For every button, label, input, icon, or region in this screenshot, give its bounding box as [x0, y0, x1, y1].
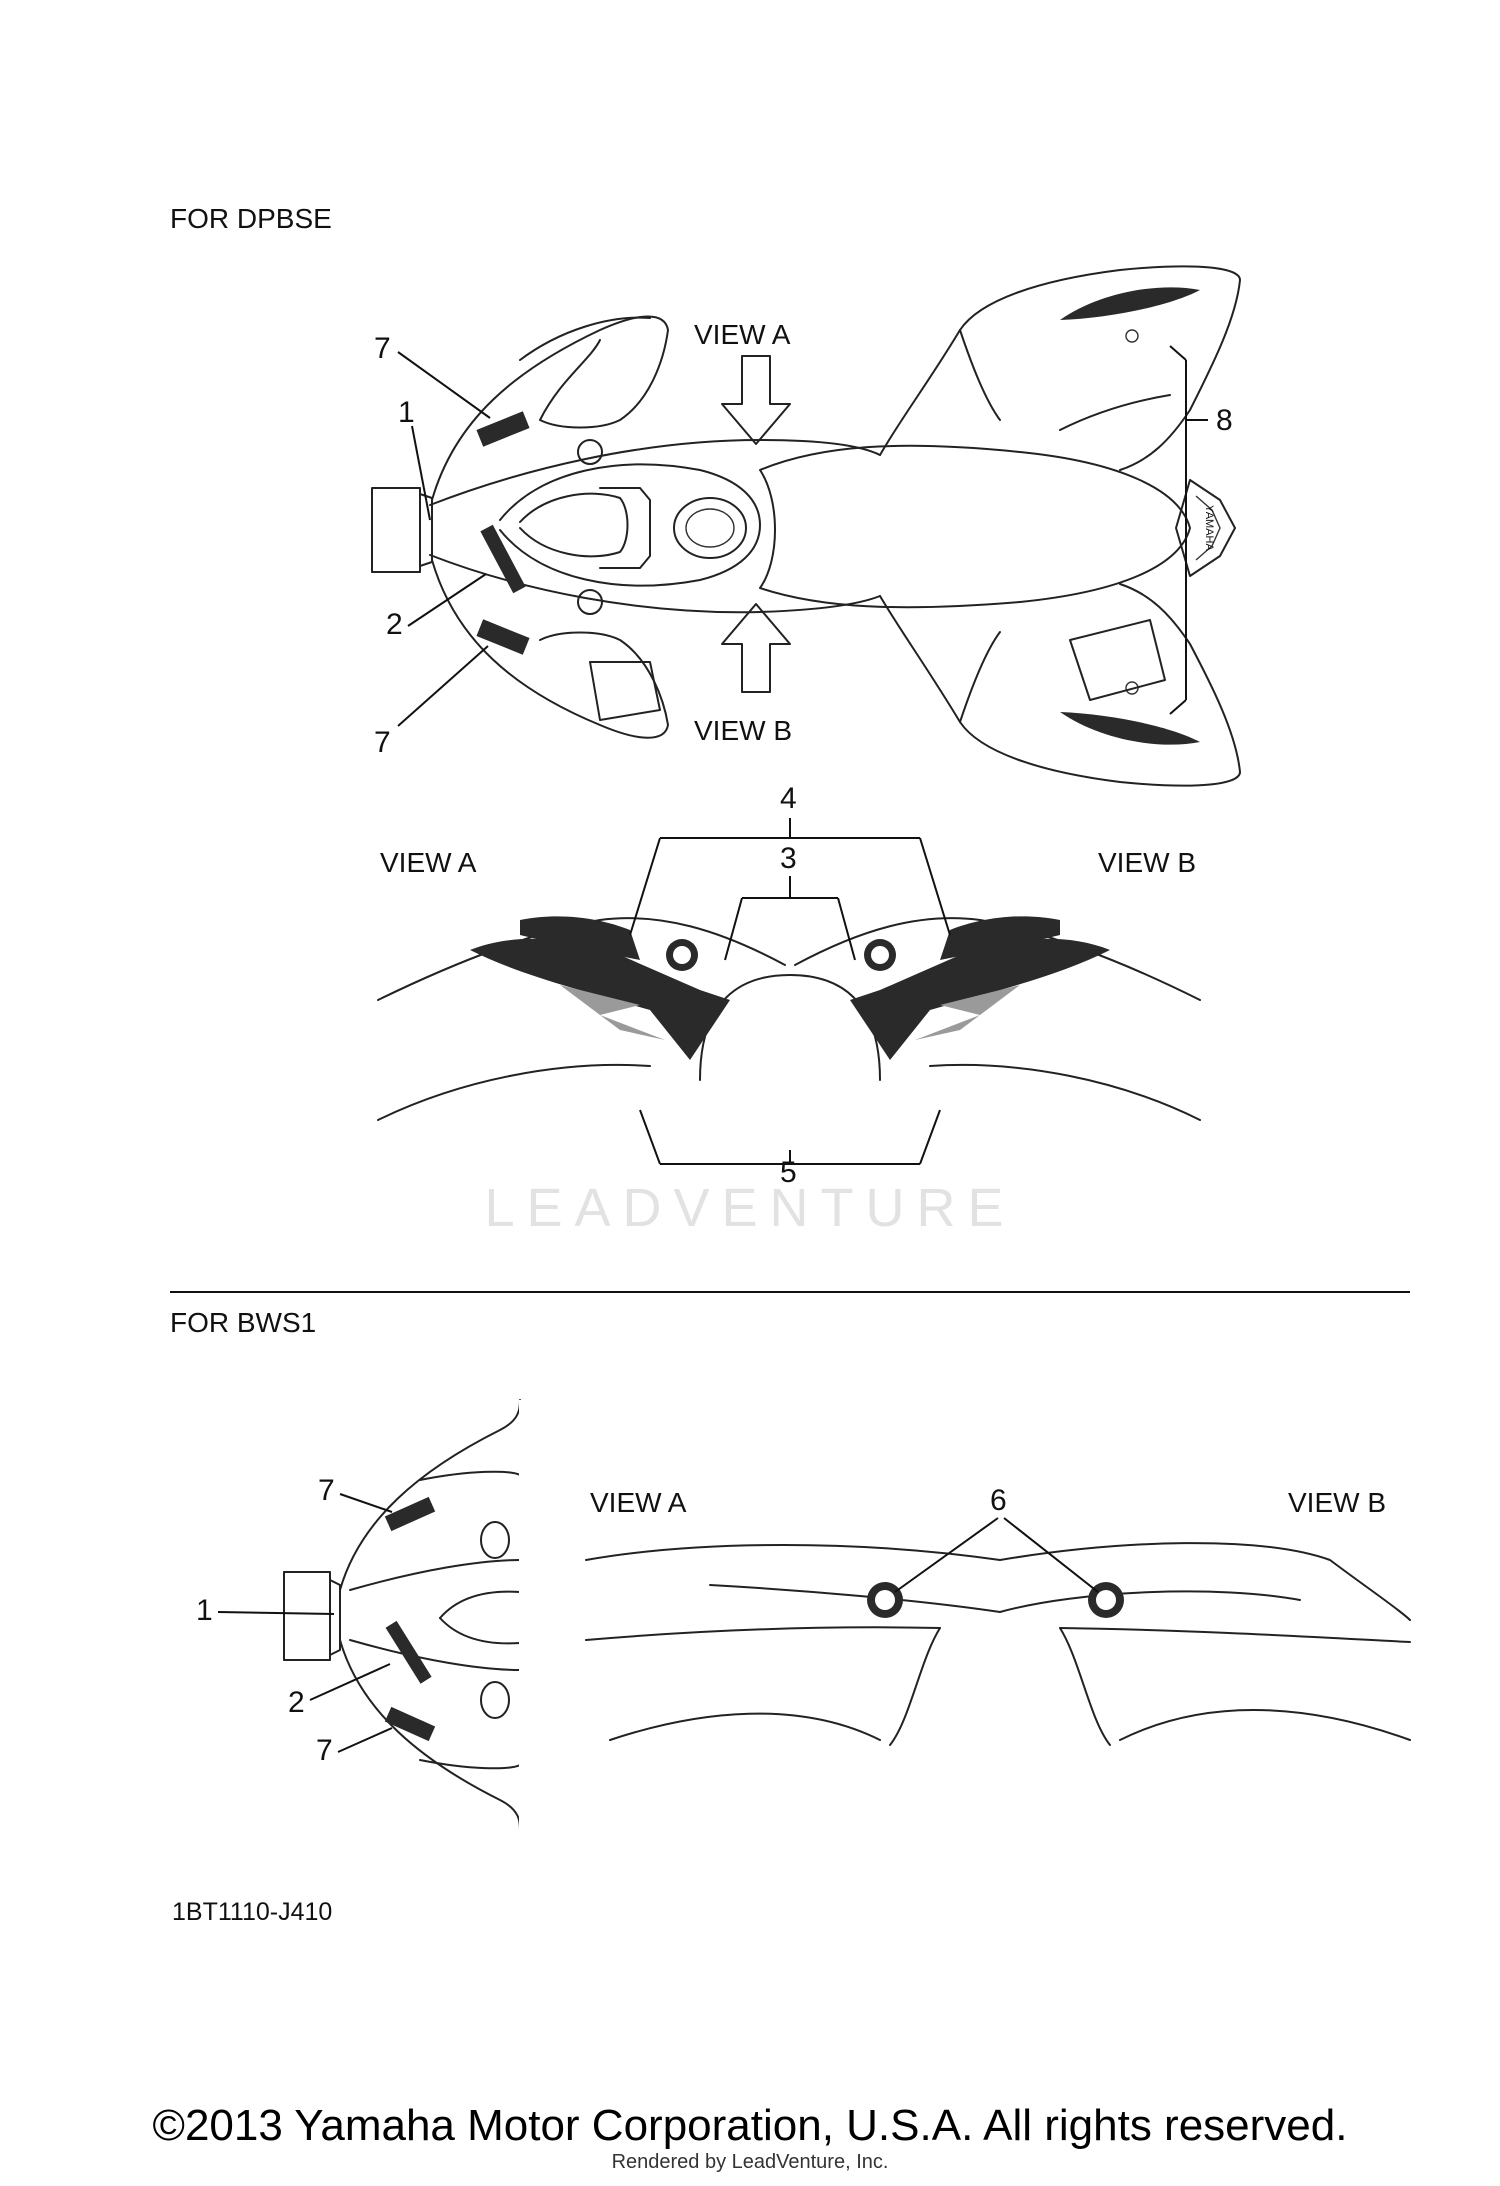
callout-3: 3 [780, 842, 797, 875]
callout-1: 1 [398, 396, 415, 429]
bws1-callout-2: 2 [288, 1686, 305, 1719]
callout-2: 2 [386, 608, 403, 641]
diagram-code: 1BT1110-J410 [172, 1898, 332, 1926]
bws1-view-a-label: VIEW A [590, 1487, 687, 1518]
section-title-dpbse: FOR DPBSE [170, 203, 332, 234]
top-view-a-label: VIEW A [694, 319, 791, 350]
callout-7-lower: 7 [374, 726, 391, 759]
section-title-bws1: FOR BWS1 [170, 1307, 316, 1338]
copyright-notice: ©2013 Yamaha Motor Corporation, U.S.A. A… [153, 2101, 1348, 2150]
dpbse-view-b-label: VIEW B [1098, 847, 1196, 878]
rendered-by-notice: Rendered by LeadVenture, Inc. [612, 2151, 889, 2173]
atv-top-view: YAMAHA [371, 265, 1241, 787]
bws1-callout-7-lower: 7 [316, 1734, 333, 1767]
bws1-callout-6: 6 [990, 1484, 1007, 1517]
dpbse-view-a-label: VIEW A [380, 847, 477, 878]
tail-yamaha-text: YAMAHA [1203, 505, 1215, 551]
bws1-partial-top-view [283, 1399, 525, 1832]
callout-4: 4 [780, 782, 797, 815]
callout-8: 8 [1216, 404, 1233, 437]
top-view-decals [476, 287, 1200, 745]
top-view-b-label: VIEW B [694, 715, 792, 746]
view-arrows [721, 355, 791, 693]
watermark: LEADVENTURE [484, 1178, 1015, 1238]
bws1-callout-1: 1 [196, 1594, 213, 1627]
bws1-callout-7-upper: 7 [318, 1474, 335, 1507]
callout-7-upper: 7 [374, 332, 391, 365]
bws1-side-views [585, 1542, 1411, 1746]
bws1-view-b-label: VIEW B [1288, 1487, 1386, 1518]
dpbse-side-views [377, 916, 1201, 1121]
